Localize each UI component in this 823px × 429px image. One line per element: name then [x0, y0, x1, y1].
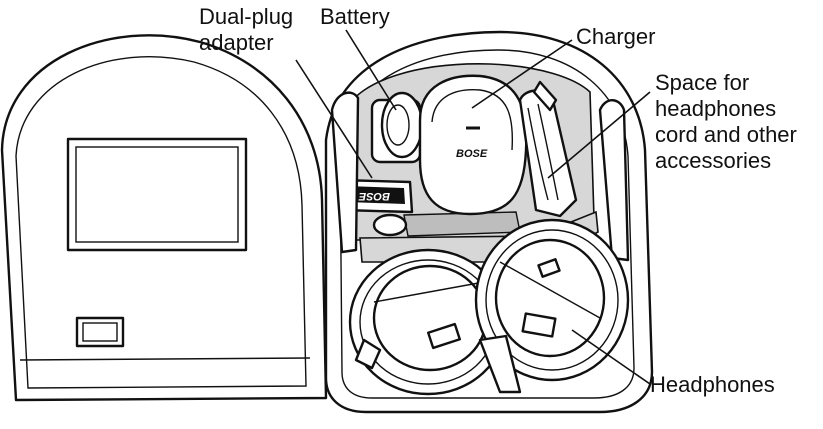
adapter-brand-logo: BOSE	[358, 190, 390, 202]
label-charger: Charger	[576, 24, 655, 49]
adapter-knob	[374, 215, 406, 235]
charger-body	[420, 76, 526, 214]
charger-brand-logo: BOSE	[456, 148, 488, 160]
right-cup-button	[523, 314, 556, 337]
battery-cell	[382, 93, 422, 157]
label-headphones: Headphones	[650, 372, 775, 397]
lid-latch	[77, 318, 123, 346]
label-battery: Battery	[320, 4, 390, 29]
left-cup-face	[374, 266, 486, 370]
charger-base-shadow	[404, 212, 520, 236]
label-dual-plug-adapter: Dual-plug adapter	[199, 4, 299, 55]
label-space-for-accessories: Space for headphones cord and other acce…	[655, 70, 803, 173]
lid-window	[68, 139, 246, 250]
right-cup-face	[496, 240, 604, 356]
case-lid	[2, 35, 326, 400]
battery	[372, 93, 422, 162]
